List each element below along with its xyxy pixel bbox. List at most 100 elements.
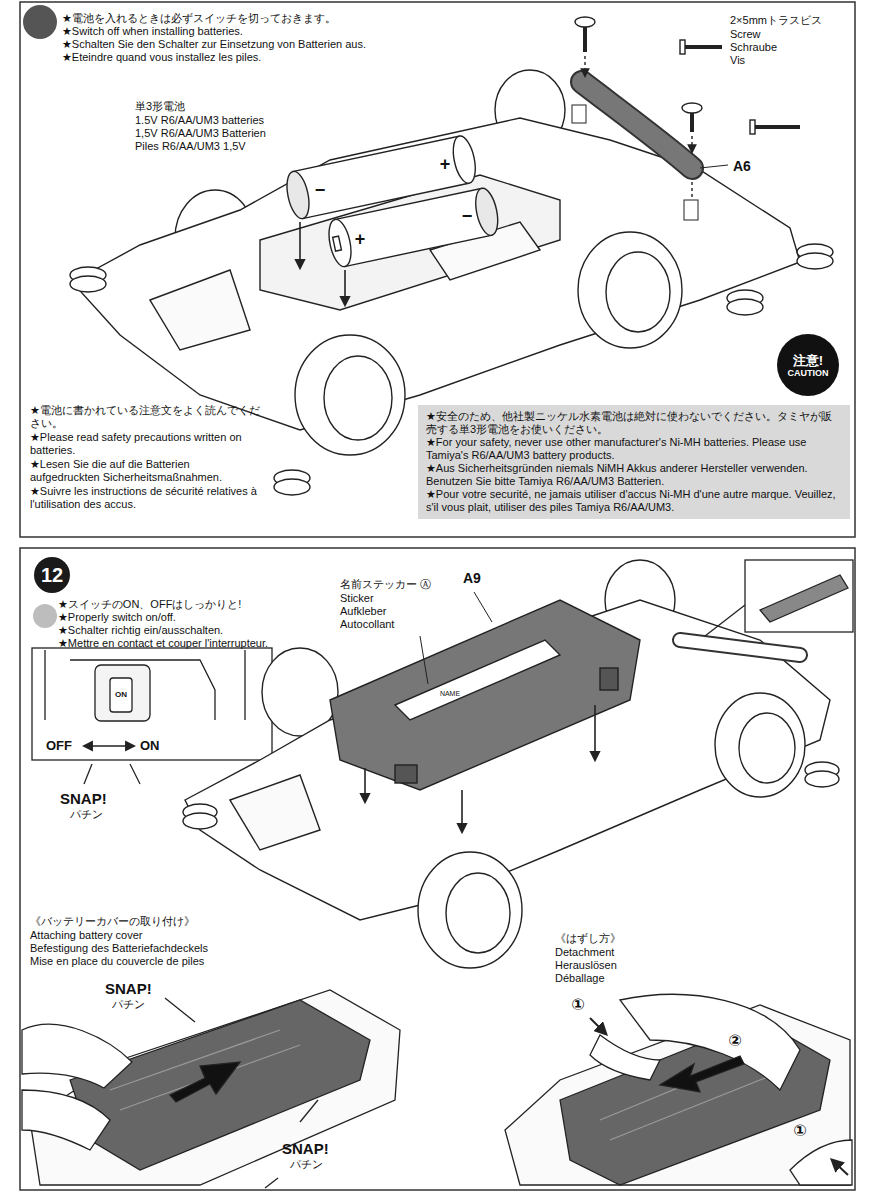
label-text: ★スイッチのON、OFFはしっかりと! [58, 598, 241, 611]
switch-inset-part [130, 764, 140, 784]
detach-photo-part [660, 1056, 744, 1092]
label-text: Befestigung des Batteriefachdeckels [30, 942, 208, 955]
panel-frames-part [20, 2, 855, 537]
panel-frames-part [20, 548, 855, 1190]
label-text: Sticker [340, 592, 374, 605]
bottom-chassis-part [805, 771, 839, 787]
label-text: ★Schalter richtig ein/ausschalten. [58, 624, 223, 637]
screws-part [584, 56, 585, 76]
attach-photo-part [265, 1178, 278, 1188]
node-text: ★For your safety, never use other manufa… [426, 436, 842, 462]
node-text: 12 [41, 564, 63, 587]
detail-inset-part [760, 575, 848, 622]
caution-badge: 注意!CAUTION [777, 334, 839, 396]
switch-inset-part [84, 745, 134, 747]
bottom-chassis-part [680, 640, 800, 655]
step-circle-cut [23, 5, 57, 39]
bottom-chassis-part [418, 852, 522, 968]
screws-part [583, 27, 587, 52]
stay-a6-part [684, 200, 698, 220]
bottom-chassis-part [183, 813, 217, 829]
battery-cover-a9-part [594, 705, 596, 760]
label-text: A6 [733, 158, 751, 175]
label-text: NAME [440, 690, 460, 698]
attach-photo-part [22, 1024, 132, 1088]
bottom-chassis-part [715, 693, 805, 797]
node-text: 注意! [793, 353, 823, 368]
battery-2-part [335, 188, 492, 266]
top-chassis-part [70, 276, 106, 292]
label-text: ★Please read safety precautions written … [30, 431, 260, 457]
label-text: ★Mettre en contact et couper l'interrupt… [58, 637, 268, 650]
panel-frames [20, 2, 855, 1190]
top-chassis-part [150, 270, 250, 350]
top-chassis-part [797, 253, 833, 269]
battery-1-part [283, 169, 313, 220]
attach-photo-part [110, 1030, 300, 1110]
node-text: ★Pour votre securité, ne jamais utiliser… [426, 488, 842, 514]
detail-inset-part [745, 560, 853, 632]
label-text: ① [571, 995, 585, 1014]
battery-cover-a9-part [461, 790, 463, 832]
grey-dot [33, 604, 57, 628]
switch-inset [32, 648, 272, 784]
screws-part [750, 120, 755, 134]
battery-2-part [472, 186, 502, 237]
label-text: − [462, 205, 473, 227]
bottom-chassis-part [446, 873, 510, 953]
screws-part [755, 125, 800, 129]
label-text: ★Eteindre quand vous installez les piles… [62, 51, 261, 64]
switch-inset-part [32, 648, 272, 760]
label-text: Aufkleber [340, 605, 386, 618]
label-text: ★Schalten Sie den Schalter zur Einsetzun… [62, 38, 366, 51]
top-chassis-part [578, 232, 682, 348]
detail-inset-part [705, 605, 745, 636]
label-text: ON [140, 738, 160, 754]
label-text: ② [728, 1031, 742, 1050]
battery-2-part [325, 217, 355, 268]
label-text: A9 [463, 570, 481, 587]
label-text: Mise en place du couvercle de piles [30, 955, 204, 968]
attach-photo [22, 990, 400, 1188]
label-text: Detachment [555, 946, 614, 959]
screws-part [575, 17, 595, 27]
battery-cover-a9-part [420, 636, 428, 684]
insert-arrows-part [299, 222, 301, 268]
top-chassis-part [727, 299, 763, 315]
label-text: ON [115, 690, 127, 700]
label-text: − [315, 179, 326, 201]
detach-photo [505, 994, 852, 1185]
stay-a6-part [582, 82, 692, 168]
detach-photo-part [790, 1140, 852, 1185]
insert-arrows [300, 222, 345, 305]
attach-photo-part [30, 990, 400, 1185]
label-text: ★Properly switch on/off. [58, 611, 176, 624]
battery-2 [325, 186, 501, 268]
screws-part [691, 136, 692, 152]
label-text: ① [793, 1121, 807, 1140]
screws-part [690, 113, 694, 132]
screws-part [680, 40, 685, 54]
top-chassis-part [274, 479, 310, 495]
stay-a6-part [582, 82, 692, 168]
switch-inset-part [45, 650, 245, 720]
label-text: ★Suivre les instructions de sécurité rel… [30, 485, 260, 511]
label-text: SNAP! [60, 790, 107, 808]
top-chassis-part [295, 335, 405, 455]
label-text: + [440, 153, 451, 175]
label-text: ★Lesen Sie die auf die Batterien aufgedr… [30, 458, 260, 484]
attach-photo-part [22, 1090, 110, 1150]
label-text: ★電池に書かれている注意文をよく読んでください。 [30, 404, 260, 430]
stay-a6-part [700, 165, 728, 168]
label-text: Autocollant [340, 618, 394, 631]
node-text: CAUTION [788, 368, 829, 378]
screws-part [691, 182, 692, 198]
detach-photo-part [590, 1035, 660, 1080]
label-text: OFF [46, 738, 72, 754]
switch-inset-part [95, 665, 150, 721]
screws-part [682, 103, 702, 113]
battery-cover-a9-part [474, 592, 492, 622]
switch-inset-part [110, 678, 132, 712]
